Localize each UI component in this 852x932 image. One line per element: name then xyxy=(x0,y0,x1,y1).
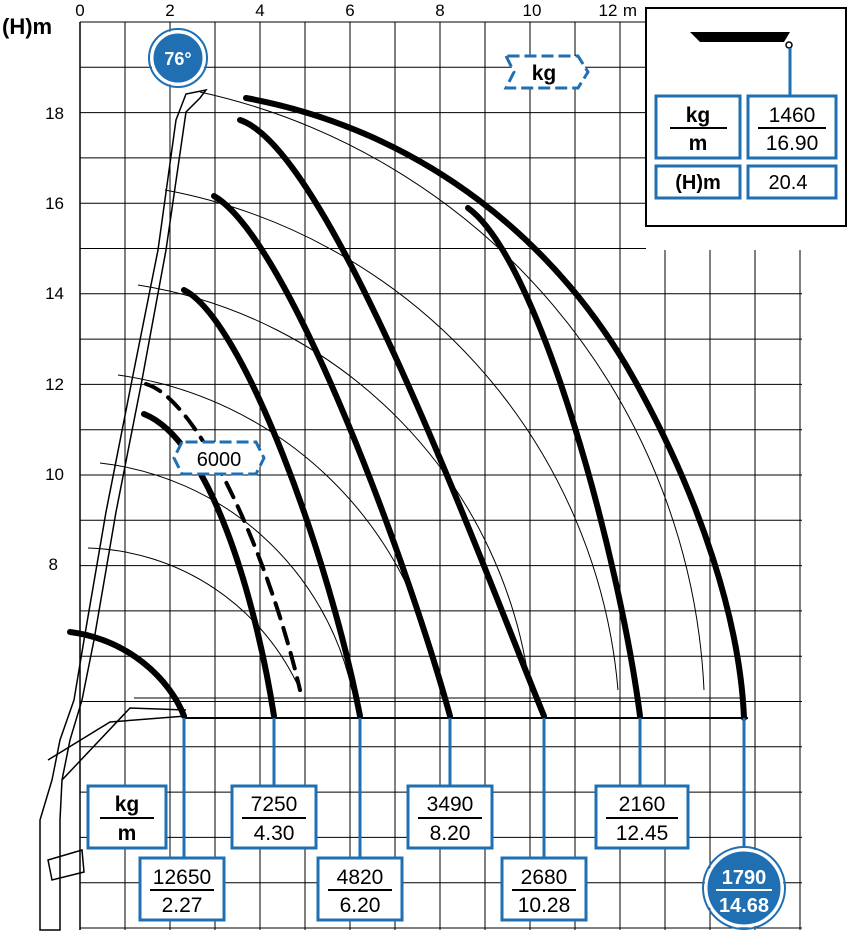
angle-badge-text: 76° xyxy=(164,49,191,69)
x-tick-8: 8 xyxy=(435,1,444,20)
load-6000-text: 6000 xyxy=(197,449,242,471)
x-tick-6: 6 xyxy=(345,1,354,20)
capacity-2-m: 4.30 xyxy=(254,822,295,845)
inset-kg: kg xyxy=(686,104,711,127)
y-axis-title: (H)m xyxy=(2,14,52,39)
capacity-4-m: 8.20 xyxy=(430,822,471,845)
final-capacity-kg: 1790 xyxy=(722,867,767,889)
capacity-box-2: 7250 4.30 xyxy=(230,784,318,850)
y-tick-18: 18 xyxy=(45,104,64,123)
load-curve-8 xyxy=(243,95,747,721)
inset-load: 1460 xyxy=(769,104,816,127)
inset-h-label: (H)m xyxy=(675,172,721,194)
load-curve-5 xyxy=(211,193,453,719)
inset-m: m xyxy=(689,132,708,155)
capacity-6-m: 12.45 xyxy=(616,822,669,845)
y-tick-12: 12 xyxy=(45,375,64,394)
load-curve-3 xyxy=(144,382,302,692)
x-tick-4: 4 xyxy=(255,1,264,20)
capacity-3-kg: 4820 xyxy=(337,866,384,889)
capacity-5-kg: 2680 xyxy=(521,866,568,889)
boom-lower-arm-2 xyxy=(61,707,187,781)
x-tick-2: 2 xyxy=(165,1,174,20)
x-tick-10: 10 xyxy=(523,1,542,20)
reach-arc-2 xyxy=(99,462,353,691)
capacity-1-m: 2.27 xyxy=(162,894,203,917)
x-tick-12: 12 xyxy=(599,1,618,20)
crane-boom-drawing xyxy=(39,88,748,931)
angle-badge: 76° xyxy=(148,28,208,88)
kg-tag-text: kg xyxy=(532,62,557,85)
x-tick-0: 0 xyxy=(75,1,84,20)
reach-arcs xyxy=(87,91,705,691)
load-curve-1 xyxy=(67,629,187,719)
kg-tag: kg xyxy=(503,54,590,90)
unit-m: m xyxy=(118,822,137,845)
capacity-5-m: 10.28 xyxy=(518,894,571,917)
capacity-3-m: 6.20 xyxy=(340,894,381,917)
capacity-box-4: 3490 8.20 xyxy=(406,784,494,850)
jib-icon xyxy=(690,32,790,42)
reach-markers xyxy=(182,718,746,858)
jib-inset: kg m 1460 16.90 (H)m 20.4 xyxy=(645,7,847,227)
final-capacity-badge: 1790 14.68 xyxy=(702,846,786,930)
capacity-box-5: 2680 10.28 xyxy=(500,856,588,922)
unit-kg: kg xyxy=(115,793,140,816)
capacity-box-6: 2160 12.45 xyxy=(594,784,690,850)
y-tick-16: 16 xyxy=(45,194,64,213)
y-tick-14: 14 xyxy=(45,284,64,303)
reach-arc-5 xyxy=(164,189,619,691)
crane-base xyxy=(47,849,85,881)
reach-arc-4 xyxy=(137,284,531,691)
capacity-1-kg: 12650 xyxy=(153,866,211,889)
capacity-2-kg: 7250 xyxy=(251,793,298,816)
reach-arc-1 xyxy=(87,547,301,691)
load-curve-7 xyxy=(465,205,643,719)
capacity-6-kg: 2160 xyxy=(619,793,666,816)
x-unit: m xyxy=(623,1,637,20)
load-6000-tag: 6000 xyxy=(172,440,266,476)
load-curve-6 xyxy=(237,117,547,719)
load-curve-4 xyxy=(181,287,363,719)
y-tick-10: 10 xyxy=(45,465,64,484)
unit-legend-box: kg m xyxy=(86,784,168,850)
capacity-box-3: 4820 6.20 xyxy=(316,856,404,922)
y-tick-8: 8 xyxy=(49,555,58,574)
inset-reach: 16.90 xyxy=(766,132,819,155)
final-capacity-m: 14.68 xyxy=(719,895,769,917)
capacity-box-1: 12650 2.27 xyxy=(138,856,226,922)
capacity-4-kg: 3490 xyxy=(427,793,474,816)
boom-lower-arm xyxy=(47,715,187,761)
reach-arc-6 xyxy=(199,91,705,691)
load-curves xyxy=(67,95,747,721)
inset-h-value: 20.4 xyxy=(769,172,808,194)
load-curve-2 xyxy=(141,411,277,719)
